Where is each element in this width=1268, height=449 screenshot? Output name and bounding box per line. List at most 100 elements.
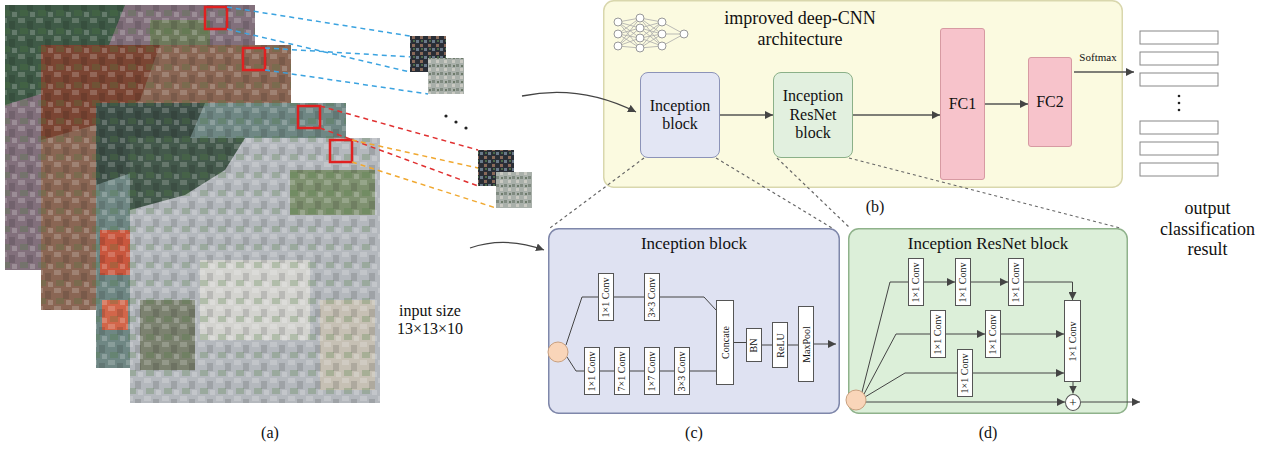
conv-label: 1×1 Conv	[933, 314, 944, 354]
network-icon-neuron	[614, 42, 622, 50]
conv-box: 1×1 Conv	[985, 310, 1001, 358]
network-icon-neuron	[636, 14, 644, 22]
conv-label: 3×3 Conv	[677, 351, 688, 391]
conv-label: 3×3 Conv	[647, 277, 658, 317]
image-patch	[428, 58, 464, 94]
connector	[924, 282, 955, 283]
output-arrow	[1081, 402, 1140, 403]
input-node	[846, 390, 866, 410]
conv-label: ReLU	[775, 333, 786, 357]
network-icon-neuron	[614, 30, 622, 38]
output-cell	[1140, 163, 1218, 176]
output-cell	[1140, 121, 1218, 134]
shortcut-line	[866, 402, 1065, 403]
network-icon-neuron	[636, 34, 644, 42]
conv-box: MaxPool	[798, 306, 814, 382]
panel-title: improved deep-CNN architecture	[700, 8, 900, 49]
architecture-panel: improved deep-CNN architectureInception …	[603, 0, 1123, 188]
block-label: Inception block	[645, 97, 715, 134]
projection-line	[352, 140, 496, 208]
network-icon-neuron	[636, 44, 644, 52]
conv-box: 1×1 Conv	[930, 310, 946, 358]
connector	[1073, 382, 1074, 394]
ellipsis-dot	[1178, 102, 1181, 105]
block-label: Inception ResNet block	[778, 87, 848, 142]
conv-box: 3×3 Conv	[644, 273, 660, 321]
fc-layer: FC2	[1028, 57, 1072, 147]
conv-box: Concate	[716, 300, 734, 385]
connector	[734, 342, 746, 343]
projection-line	[227, 7, 428, 94]
connector	[985, 103, 1028, 105]
network-icon-neuron	[614, 18, 622, 26]
output-cell	[1140, 52, 1218, 65]
connector	[971, 282, 1008, 283]
sample-window	[298, 106, 320, 128]
connector	[630, 371, 644, 372]
image-patch	[496, 172, 532, 208]
conv-label: 1×1 Conv	[988, 314, 999, 354]
conv-label: 7×1 Conv	[617, 351, 628, 391]
network-icon-link	[618, 18, 684, 48]
network-icon-neuron	[658, 42, 666, 50]
block-panel: Inception ResNet block1×1 Conv1×1 Conv1×…	[848, 228, 1128, 414]
caption-label: input size 13×13×10	[385, 302, 475, 339]
connector	[1001, 334, 1064, 335]
connector	[690, 371, 716, 372]
output-arrow	[1074, 71, 1134, 73]
satellite-image	[130, 138, 380, 403]
panel-ground	[849, 229, 1128, 414]
connector	[762, 345, 772, 346]
connector	[614, 297, 644, 298]
caption-label: output classification result	[1150, 198, 1265, 260]
conv-box: 3×3 Conv	[674, 347, 690, 395]
connector	[550, 158, 832, 228]
connector	[600, 371, 614, 372]
conv-label: 1×1 Conv	[911, 262, 922, 302]
conv-label: 1×7 Conv	[647, 351, 658, 391]
conv-box: 1×1 Conv	[598, 273, 614, 321]
output-cell	[1140, 31, 1218, 44]
caption-label: (a)	[250, 424, 290, 442]
network-icon-neuron	[658, 18, 666, 26]
ellipsis-dot	[454, 120, 457, 123]
connector	[788, 345, 798, 346]
ellipsis-dot	[1178, 109, 1181, 112]
block-label: FC2	[1036, 93, 1064, 111]
output-cell	[1140, 142, 1218, 155]
sample-window	[330, 140, 352, 162]
fc-layer: FC1	[940, 28, 985, 180]
input-arrow	[522, 92, 636, 112]
conv-box: 1×1 Conv	[908, 258, 924, 306]
sample-window	[205, 7, 227, 29]
ellipsis-dot	[1178, 95, 1181, 98]
ellipsis-dot	[464, 126, 467, 129]
network-icon-neuron	[636, 24, 644, 32]
input-node	[548, 342, 568, 362]
sum-symbol: +	[1069, 396, 1076, 409]
conv-label: BN	[749, 338, 760, 352]
block-panel: Inception block1×1 Conv3×3 Conv1×1 Conv7…	[548, 228, 840, 414]
connector	[946, 334, 985, 335]
ellipsis-dot	[444, 114, 447, 117]
block-box: Inception ResNet block	[773, 72, 853, 158]
connector	[973, 373, 1064, 374]
conv-label: MaxPool	[801, 326, 812, 363]
conv-box: 1×1 Conv	[1064, 300, 1081, 382]
output-arrow	[814, 344, 836, 345]
caption-label: Softmax	[1073, 51, 1123, 64]
conv-label: Concate	[720, 326, 731, 359]
caption-label: (b)	[858, 198, 892, 216]
conv-label: 1×1 Conv	[1067, 321, 1078, 361]
projection-line	[320, 106, 478, 186]
sample-window	[243, 48, 265, 70]
block-label: FC1	[949, 95, 977, 113]
network-icon-neuron	[680, 30, 688, 38]
network-icon-neuron	[658, 30, 666, 38]
conv-box: 1×1 Conv	[957, 349, 973, 397]
connector	[660, 371, 674, 372]
conv-box: 1×1 Conv	[1008, 258, 1024, 306]
connector	[853, 114, 940, 116]
conv-box: 1×1 Conv	[955, 258, 971, 306]
panel-ground	[604, 1, 1123, 188]
